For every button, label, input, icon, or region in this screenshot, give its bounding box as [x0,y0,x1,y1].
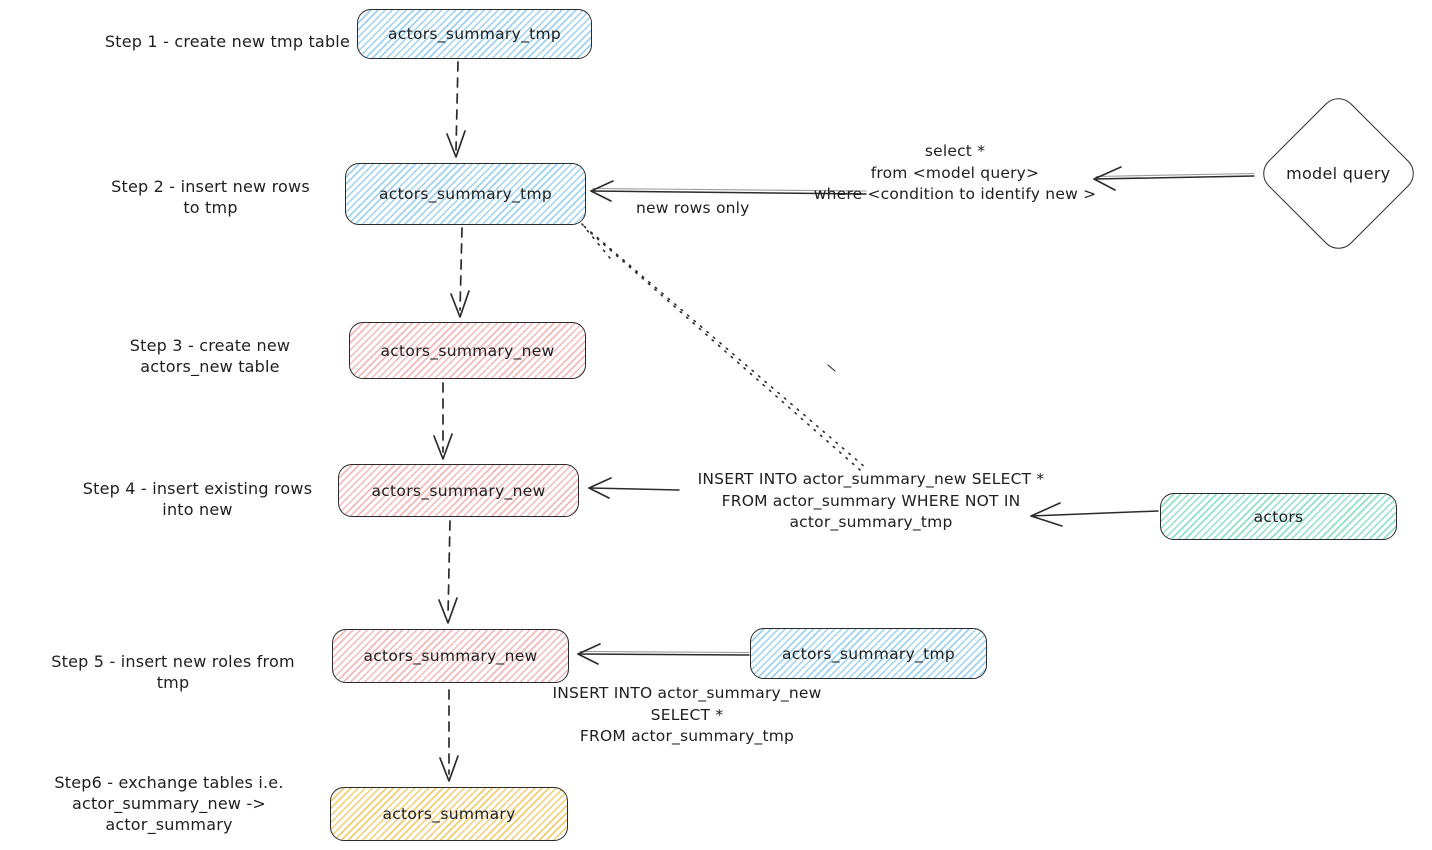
node-model-query[interactable]: model query [1255,90,1422,257]
annotation-insert-new-line3: FROM actor_summary_tmp [579,727,795,745]
node-step5-table[interactable]: actors_summary_new [332,629,569,683]
step6-label-line1: Step6 - exchange tables i.e. [54,773,284,792]
step4-label-line1: Step 4 - insert existing rows [82,479,313,498]
node-step1-table[interactable]: actors_summary_tmp [357,9,592,59]
step1-label[interactable]: Step 1 - create new tmp table [82,31,350,52]
node-step4-table-label: actors_summary_new [371,481,546,500]
node-step1-table-label: actors_summary_tmp [387,25,562,43]
arrow-step5-step6[interactable] [439,689,459,782]
node-step6-table-label: actors_summary [382,805,516,823]
step6-label-line2: actor_summary_new -> actor_summary [71,794,267,834]
step3-label-line2: actors_new table [140,357,280,376]
annotation-insert-existing-sql[interactable]: INSERT INTO actor_summary_new SELECT * F… [676,469,1066,534]
step2-label-line2: to tmp [183,198,238,217]
step3-label[interactable]: Step 3 - create new actors_new table [110,335,310,377]
annotation-model-sql-line3: where <condition to identify new > [813,185,1097,203]
node-step3-table[interactable]: actors_summary_new [349,322,586,379]
node-step4-table[interactable]: actors_summary_new [338,464,579,517]
step3-label-line1: Step 3 - create new [129,336,291,355]
annotation-insert-new-sql[interactable]: INSERT INTO actor_summary_new SELECT * F… [534,683,840,748]
annotation-insert-new-line2: SELECT * [650,705,724,724]
annotation-insert-existing-line1: INSERT INTO actor_summary_new SELECT * [697,470,1045,488]
step5-label[interactable]: Step 5 - insert new roles from tmp [33,651,313,693]
step5-label-line1: Step 5 - insert new roles from tmp [51,652,295,692]
node-step5-table-label: actors_summary_new [363,647,538,665]
step2-label[interactable]: Step 2 - insert new rows to tmp [108,176,313,218]
arrow-tmpsource-step5[interactable] [577,643,750,665]
annotation-insert-new-line1: INSERT INTO actor_summary_new [552,684,822,702]
dotted-link-step2-sql[interactable] [577,220,867,471]
annotation-new-rows-only-text: new rows only [636,199,750,217]
annotation-model-sql[interactable]: select * from <model query> where <condi… [780,141,1130,206]
arrow-step3-step4[interactable] [433,382,453,460]
node-actors[interactable]: actors [1160,493,1397,540]
annotation-new-rows-only[interactable]: new rows only [636,198,750,220]
node-model-query-label: model query [1286,164,1391,183]
arrow-step1-step2[interactable] [446,61,466,158]
annotation-model-sql-line1: select * [924,142,986,160]
step4-label-line2: into new [162,500,233,519]
node-tmp-source[interactable]: actors_summary_tmp [750,628,987,679]
arrow-step2-step3[interactable] [450,227,470,318]
node-step6-table[interactable]: actors_summary [330,787,568,841]
node-actors-label: actors [1253,507,1304,526]
step2-label-line1: Step 2 - insert new rows [111,177,310,196]
node-tmp-source-label: actors_summary_tmp [781,644,956,663]
node-step2-table[interactable]: actors_summary_tmp [345,163,586,225]
arrow-step4-step5[interactable] [438,520,458,624]
step1-label-line1: Step 1 - create new tmp table [104,32,350,51]
annotation-insert-existing-line3: actor_summary_tmp [789,513,953,531]
step4-label[interactable]: Step 4 - insert existing rows into new [80,478,315,520]
arrow-insertsql-step4[interactable] [588,477,680,499]
node-step2-table-label: actors_summary_tmp [378,185,553,203]
annotation-insert-existing-line2: FROM actor_summary WHERE NOT IN [721,491,1021,510]
annotation-model-sql-line2: from <model query> [870,163,1040,182]
step6-label[interactable]: Step6 - exchange tables i.e. actor_summa… [18,772,320,835]
stray-mark [827,364,836,372]
node-step3-table-label: actors_summary_new [380,341,555,360]
